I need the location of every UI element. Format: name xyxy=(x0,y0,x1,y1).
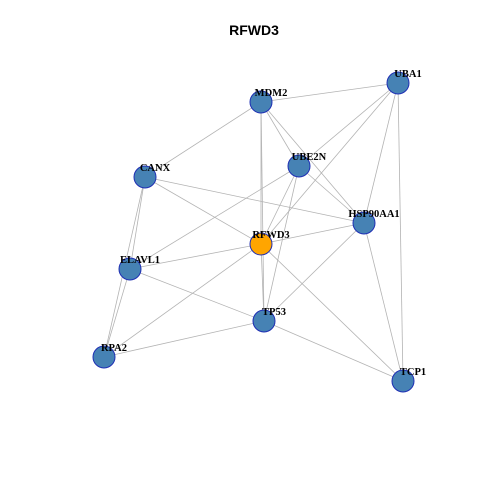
node-rfwd3[interactable]: RFWD3 xyxy=(249,230,290,256)
edge-uba1-rfwd3 xyxy=(260,82,399,245)
edge-rfwd3-rpa2 xyxy=(103,243,262,358)
node-label-elavl1: ELAVL1 xyxy=(120,255,160,266)
node-label-ube2n: UBE2N xyxy=(292,152,327,163)
edge-hsp90aa1-tcp1 xyxy=(363,222,404,382)
node-tp53[interactable]: TP53 xyxy=(252,307,286,333)
node-circle-mdm2[interactable] xyxy=(249,90,273,114)
node-label-rpa2: RPA2 xyxy=(101,343,127,354)
edge-mdm2-tp53 xyxy=(260,101,265,322)
node-circle-elavl1[interactable] xyxy=(118,257,142,281)
edge-canx-elavl1 xyxy=(129,176,146,270)
node-label-tcp1: TCP1 xyxy=(400,367,426,378)
node-label-rfwd3: RFWD3 xyxy=(252,230,289,241)
edge-ube2n-tp53 xyxy=(263,165,300,322)
edge-mdm2-hsp90aa1 xyxy=(260,101,365,224)
node-uba1[interactable]: UBA1 xyxy=(386,69,422,95)
node-circle-canx[interactable] xyxy=(133,165,157,189)
node-label-tp53: TP53 xyxy=(262,307,286,318)
edge-elavl1-tp53 xyxy=(129,268,265,322)
edge-elavl1-rpa2 xyxy=(103,268,131,358)
node-label-uba1: UBA1 xyxy=(394,69,421,80)
node-tcp1[interactable]: TCP1 xyxy=(391,367,426,393)
edge-tp53-rpa2 xyxy=(103,320,265,358)
node-circle-tcp1[interactable] xyxy=(391,369,415,393)
edge-rfwd3-tp53 xyxy=(260,243,265,322)
edge-mdm2-canx xyxy=(144,101,262,178)
diagram-title: RFWD3 xyxy=(229,22,279,38)
edge-uba1-ube2n xyxy=(298,82,399,167)
node-label-canx: CANX xyxy=(140,163,171,174)
node-ube2n[interactable]: UBE2N xyxy=(287,152,327,178)
edge-rfwd3-tcp1 xyxy=(260,243,404,382)
node-circle-hsp90aa1[interactable] xyxy=(352,211,376,235)
edge-uba1-tcp1 xyxy=(397,82,404,382)
edge-hsp90aa1-rfwd3 xyxy=(260,222,365,245)
node-hsp90aa1[interactable]: HSP90AA1 xyxy=(348,209,400,235)
edge-canx-hsp90aa1 xyxy=(144,176,365,224)
node-circle-rpa2[interactable] xyxy=(92,345,116,369)
edge-mdm2-ube2n xyxy=(260,101,300,167)
edge-canx-rfwd3 xyxy=(144,176,262,245)
node-rpa2[interactable]: RPA2 xyxy=(92,343,127,369)
edge-rfwd3-elavl1 xyxy=(129,243,262,270)
node-circle-tp53[interactable] xyxy=(252,309,276,333)
node-mdm2[interactable]: MDM2 xyxy=(249,88,288,114)
node-circle-rfwd3[interactable] xyxy=(249,232,273,256)
edge-uba1-hsp90aa1 xyxy=(363,82,399,224)
node-canx[interactable]: CANX xyxy=(133,163,171,189)
node-elavl1[interactable]: ELAVL1 xyxy=(118,255,160,281)
node-label-mdm2: MDM2 xyxy=(255,88,288,99)
edge-tp53-tcp1 xyxy=(263,320,404,382)
node-circle-ube2n[interactable] xyxy=(287,154,311,178)
node-circle-uba1[interactable] xyxy=(386,71,410,95)
node-label-hsp90aa1: HSP90AA1 xyxy=(348,209,399,220)
edge-hsp90aa1-tp53 xyxy=(263,222,365,322)
edge-ube2n-hsp90aa1 xyxy=(298,165,365,224)
edge-mdm2-uba1 xyxy=(260,82,399,103)
